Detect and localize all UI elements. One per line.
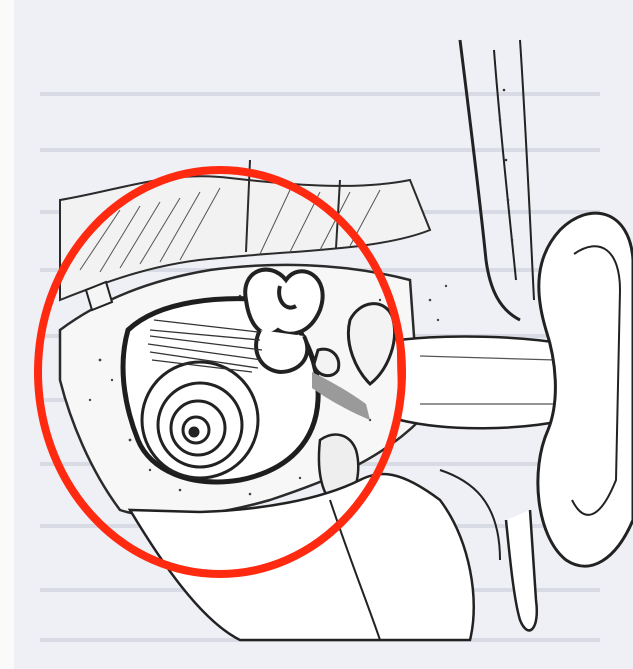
ear-canal bbox=[398, 337, 566, 429]
left-page-margin bbox=[0, 0, 14, 669]
